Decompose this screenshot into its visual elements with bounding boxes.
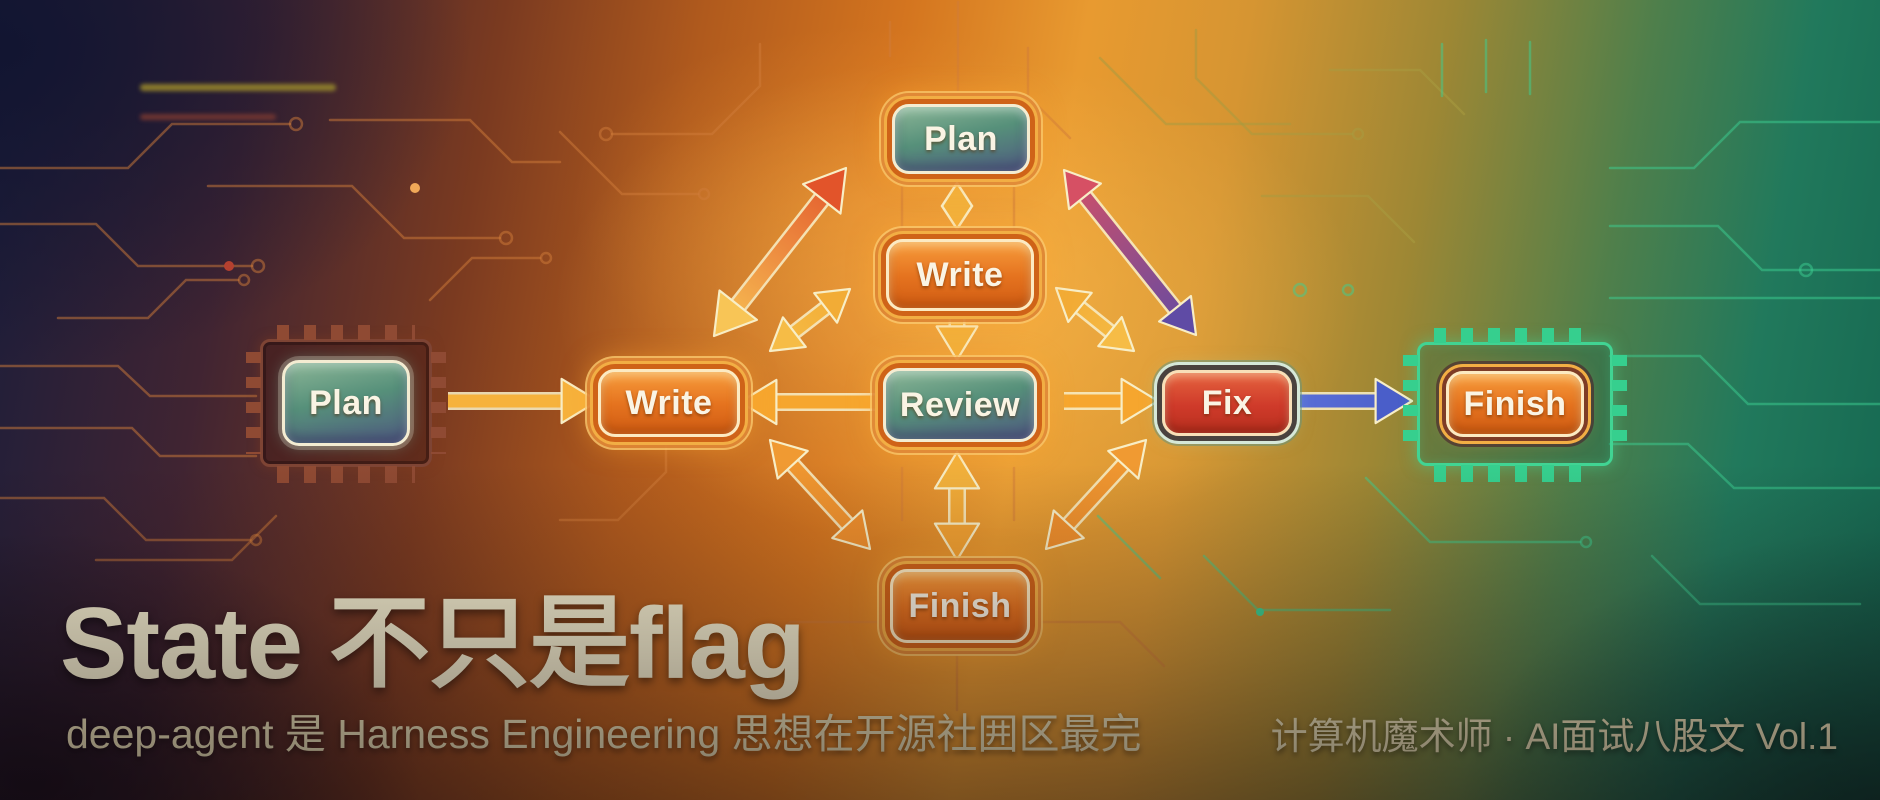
connector-review-to-fix	[1064, 377, 1160, 425]
connector-plan-top-write-left-diagonal	[712, 166, 848, 338]
node-finish-bottom: Finish	[890, 569, 1030, 643]
arrowhead	[813, 287, 852, 324]
arrowhead	[1097, 315, 1136, 353]
connector-review-to-write-left	[738, 378, 884, 426]
connector-plan-top-fix-diagonal	[1062, 168, 1198, 337]
arrowhead	[712, 289, 759, 338]
chip-pins-right	[431, 352, 446, 454]
node-label-write-left: Write	[625, 383, 713, 422]
node-plan-left: Plan	[282, 360, 410, 446]
connector-write-top-to-review	[935, 312, 979, 362]
node-label-finish-bottom: Finish	[908, 586, 1012, 625]
node-label-review: Review	[899, 385, 1021, 424]
connector-review-finish-bottom-vertical	[933, 450, 981, 562]
connector-plan-top-write-top-diamond	[940, 180, 974, 232]
connector-plan-left-to-write-left	[448, 377, 600, 425]
node-plan-top: Plan	[892, 104, 1030, 174]
arrowhead	[1054, 286, 1093, 324]
connector-fix-to-finish-right	[1290, 377, 1414, 425]
node-finish-right: Finish	[1446, 371, 1584, 437]
arrowhead	[1374, 377, 1414, 425]
arrowhead	[1062, 168, 1103, 211]
arrowhead	[801, 166, 848, 215]
arrowhead	[768, 438, 809, 480]
node-write-top: Write	[886, 239, 1034, 311]
arrowhead	[1107, 438, 1148, 480]
top-left-red-line	[140, 114, 276, 120]
copper-traces	[0, 0, 1166, 712]
connector-write-top-fix-diagonal	[1054, 286, 1136, 353]
arrowhead	[933, 522, 981, 562]
node-review: Review	[883, 368, 1037, 442]
node-label-write-top: Write	[916, 255, 1004, 294]
connector-write-left-finish-bottom-diagonal	[768, 438, 872, 551]
node-label-plan-left: Plan	[309, 383, 383, 422]
node-fix: Fix	[1162, 370, 1292, 436]
arrowhead	[935, 325, 979, 362]
chip-pins-bottom	[1434, 465, 1596, 482]
node-label-fix: Fix	[1201, 383, 1253, 422]
connector-write-top-left-diagonal	[768, 287, 852, 353]
green-traces	[1096, 38, 1880, 616]
arrowhead	[768, 316, 807, 353]
olive-traces	[1098, 28, 1466, 244]
node-write-left: Write	[598, 369, 740, 437]
chip-pins-top	[1434, 328, 1596, 343]
arrowhead	[1044, 509, 1085, 551]
arrowhead	[560, 377, 600, 425]
arrowhead	[1120, 377, 1160, 425]
connector-fix-finish-bottom-diagonal	[1044, 438, 1148, 551]
node-label-finish-right: Finish	[1463, 384, 1567, 423]
top-left-gold-line	[140, 84, 336, 91]
arrowhead	[738, 378, 778, 426]
chip-pins-bottom	[277, 466, 415, 483]
arrowhead	[1157, 294, 1198, 337]
node-label-plan-top: Plan	[924, 119, 998, 158]
arrowhead	[831, 509, 872, 551]
chip-pins-left	[246, 352, 261, 454]
chip-pins-top	[277, 325, 415, 340]
chip-pins-right	[1612, 355, 1627, 453]
chip-pins-left	[1403, 355, 1418, 453]
arrowhead	[933, 450, 981, 490]
